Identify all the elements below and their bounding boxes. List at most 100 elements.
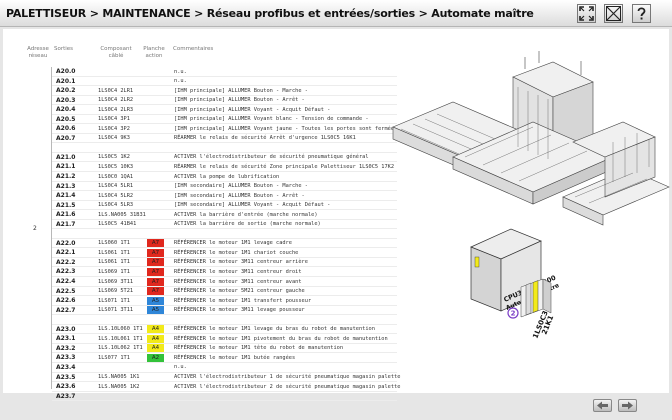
comment: RÉFÉRENCER le moteur 3M11 centreur arriè… — [174, 259, 308, 266]
machine-diagram: CPU317 S7-300 Automate maître 2 1LS0C3 2… — [392, 51, 670, 340]
help-icon — [637, 7, 646, 20]
table-row[interactable]: A23.7 — [52, 392, 397, 402]
header-sorties: Sorties — [54, 46, 74, 52]
output-address: A22.5 — [56, 287, 76, 295]
plan-badge[interactable]: A5 — [147, 306, 164, 315]
plan-badge — [147, 134, 164, 142]
component-ref: 1LS.10L062 1T1 — [98, 345, 143, 352]
content-panel: Adresse réseau Sorties Composant câblé P… — [3, 29, 670, 402]
comment: RÉFÉRENCER le moteur 1M1 levage cadre — [174, 240, 292, 247]
close-button[interactable] — [604, 4, 623, 23]
comment: [IHM principale] ALLUMER Bouton - Marche… — [174, 87, 308, 94]
output-address: A22.7 — [56, 306, 76, 314]
plan-badge[interactable]: A7 — [147, 258, 164, 267]
plan-badge[interactable]: A5 — [147, 296, 164, 305]
next-button[interactable] — [618, 399, 637, 412]
output-address: A22.6 — [56, 297, 76, 305]
component-ref: 1LS0C0 1QA1 — [98, 173, 134, 180]
plan-badge[interactable]: A7 — [147, 239, 164, 248]
comment: RÉFÉRENCER le moteur 1M1 transfert pouss… — [174, 297, 312, 304]
comment: RÉFÉRENCER le moteur 1M1 chariot couche — [174, 249, 299, 256]
plan-badge[interactable]: A2 — [147, 353, 164, 362]
component-ref: 1LS0C5 41B41 — [98, 221, 137, 228]
plan-badge — [147, 173, 164, 181]
breadcrumb: PALETTISEUR > MAINTENANCE > Réseau profi… — [6, 7, 534, 20]
component-ref: 1LS060 1T1 — [98, 240, 130, 247]
component-ref: 1LS.10L061 1T1 — [98, 335, 143, 342]
plan-badge — [147, 106, 164, 114]
output-address: A23.3 — [56, 354, 76, 362]
component-ref: 1LS069 5T21 — [98, 288, 134, 295]
comment: RÉFÉRENCER le moteur 1M1 levage du bras … — [174, 326, 375, 333]
output-address: A21.1 — [56, 163, 76, 171]
comment: RÉFÉRENCER le moteur 3M11 centreur droit — [174, 268, 302, 275]
comment: n.u. — [174, 68, 187, 75]
component-ref: 1LS069 1T1 — [98, 268, 130, 275]
header-plan: Planche action — [143, 46, 165, 59]
plan-badge[interactable]: A7 — [147, 277, 164, 286]
previous-button[interactable] — [593, 399, 612, 412]
output-address: A22.1 — [56, 249, 76, 257]
comment: ACTIVER l'électrodistributeur 2 de sécur… — [174, 383, 401, 390]
fullscreen-button[interactable] — [577, 4, 596, 23]
plan-badge[interactable]: A4 — [147, 344, 164, 353]
plan-badge[interactable]: A4 — [147, 334, 164, 343]
plan-badge[interactable]: A4 — [147, 325, 164, 334]
close-icon — [606, 6, 621, 21]
component-ref: 1LS.10L060 1T1 — [98, 326, 143, 333]
table-spacer-row — [52, 229, 397, 239]
plan-badge[interactable]: A7 — [147, 267, 164, 276]
plan-badge[interactable]: A7 — [147, 248, 164, 257]
title-bar: PALETTISEUR > MAINTENANCE > Réseau profi… — [0, 0, 672, 27]
component-ref: 1LS0C4 2LR1 — [98, 87, 134, 94]
table-row[interactable]: A22.0 1LS060 1T1 A7 RÉFÉRENCER le moteur 1M… — [52, 239, 397, 249]
address-bubble — [507, 307, 519, 319]
plan-badge[interactable]: A7 — [147, 287, 164, 296]
arrow-right-icon — [622, 401, 633, 410]
table-row[interactable]: A23.0 1LS.10L060 1T1 A4 RÉFÉRENCER le moteu… — [52, 325, 397, 335]
component-ref: 1LS0C4 2LR3 — [98, 106, 134, 113]
component-ref: 1LS0C4 3P2 — [98, 125, 130, 132]
plan-badge — [147, 182, 164, 190]
comment: [IHM principale] ALLUMER Voyant - Acquit… — [174, 106, 331, 113]
comment: RÉFÉRENCER le moteur 1M1 tête du robot d… — [174, 345, 344, 352]
header-composant: Composant câblé — [100, 46, 132, 59]
comment: RÉARMER le relais de sécurité Arrêt d'ur… — [174, 135, 356, 142]
plan-badge — [147, 392, 164, 400]
output-address: A23.0 — [56, 325, 76, 333]
plan-badge — [147, 363, 164, 371]
output-address: A22.0 — [56, 239, 76, 247]
help-button[interactable] — [632, 4, 651, 23]
output-address: A21.3 — [56, 182, 76, 190]
comment: [IHM principale] ALLUMER Bouton - Arrêt … — [174, 97, 305, 104]
